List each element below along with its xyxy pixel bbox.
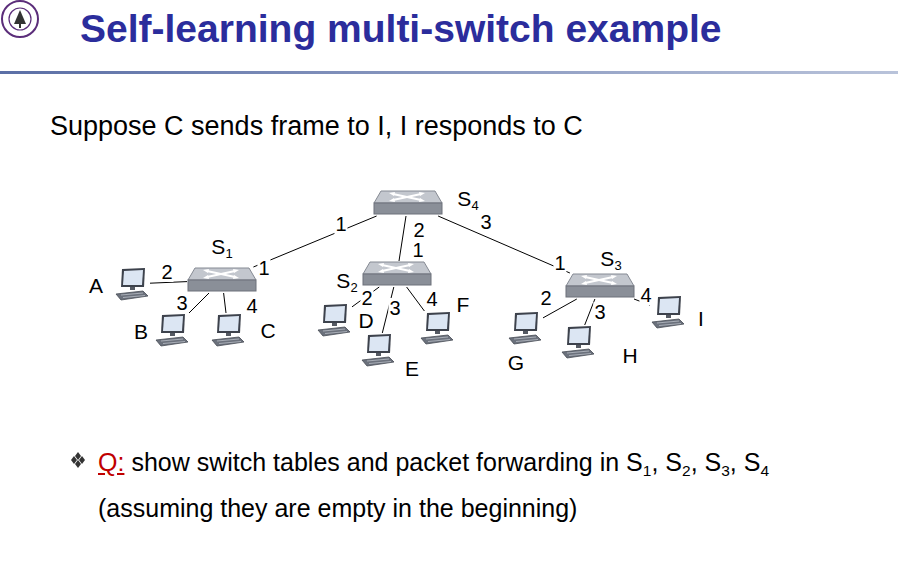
computer-icon [210,313,246,347]
question-text: Q:show switch tables and packet forwardi… [98,441,878,529]
host-computer: G [507,311,543,345]
host-computer: B [154,313,190,347]
port-number: 2 [539,288,552,308]
port-number: 4 [425,289,438,309]
computer-icon [316,303,352,337]
port-number: 1 [411,240,424,260]
computer-icon [360,333,396,367]
subscript: 1 [225,245,232,260]
host-computer: F [419,311,455,345]
computer-icon [507,311,543,345]
host-computer: I [650,295,686,329]
subscript: 1 [643,462,652,479]
link-line [224,293,226,313]
subscript: 2 [350,279,357,294]
port-number: 3 [175,293,188,313]
computer-icon [650,295,686,329]
link-line [253,216,376,267]
host-computer: C [210,313,246,347]
host-name: H [622,345,637,366]
question-marker: Q: [98,448,124,476]
university-logo [2,1,38,37]
network-switch: S1 [187,267,257,293]
switch-icon [565,273,635,299]
host-computer: D [316,303,352,337]
host-name: E [405,358,419,379]
switch-name: S2 [336,270,357,291]
slide-title: Self-learning multi-switch example [80,9,721,48]
host-name: B [134,321,148,342]
host-name: I [698,308,704,329]
question-body: show switch tables and packet forwarding… [98,448,769,522]
host-name: F [457,294,470,315]
switch-name: S1 [211,236,232,257]
host-computer: E [360,333,396,367]
host-name: A [89,275,103,296]
port-number: 1 [553,253,566,273]
port-number: 4 [639,285,652,305]
title-rule [0,71,898,74]
link-line [399,216,406,261]
switch-name: S3 [600,248,621,269]
computer-icon [154,313,190,347]
port-number: 3 [593,302,606,322]
computer-icon [560,325,596,359]
port-number: 3 [479,212,492,232]
subscript: 4 [760,462,769,479]
network-switch: S4 [373,190,443,216]
port-number: 1 [334,214,347,234]
host-computer: H [560,325,596,359]
subscript: 2 [682,462,691,479]
link-line [407,287,425,311]
computer-icon [419,311,455,345]
network-switch: S2 [362,261,432,287]
host-name: C [260,320,275,341]
computer-icon [114,267,150,301]
network-switch: S3 [565,273,635,299]
port-number: 2 [160,262,173,282]
subscript: 4 [471,197,478,212]
host-name: G [508,352,524,373]
port-number: 2 [412,220,425,240]
host-name: D [358,310,373,331]
port-number: 4 [245,296,258,316]
port-number: 1 [257,258,270,278]
port-number: 3 [388,298,401,318]
scenario-text: Suppose C sends frame to I, I responds t… [50,113,583,140]
subscript: 3 [614,257,621,272]
host-computer: A [114,267,150,301]
port-number: 2 [360,288,373,308]
switch-icon [362,261,432,287]
subscript: 3 [721,462,730,479]
switch-icon [187,267,257,293]
bullet-symbol [71,452,85,468]
link-line [438,216,570,273]
switch-icon [373,190,443,216]
link-line [189,293,209,313]
switch-name: S4 [457,188,478,209]
